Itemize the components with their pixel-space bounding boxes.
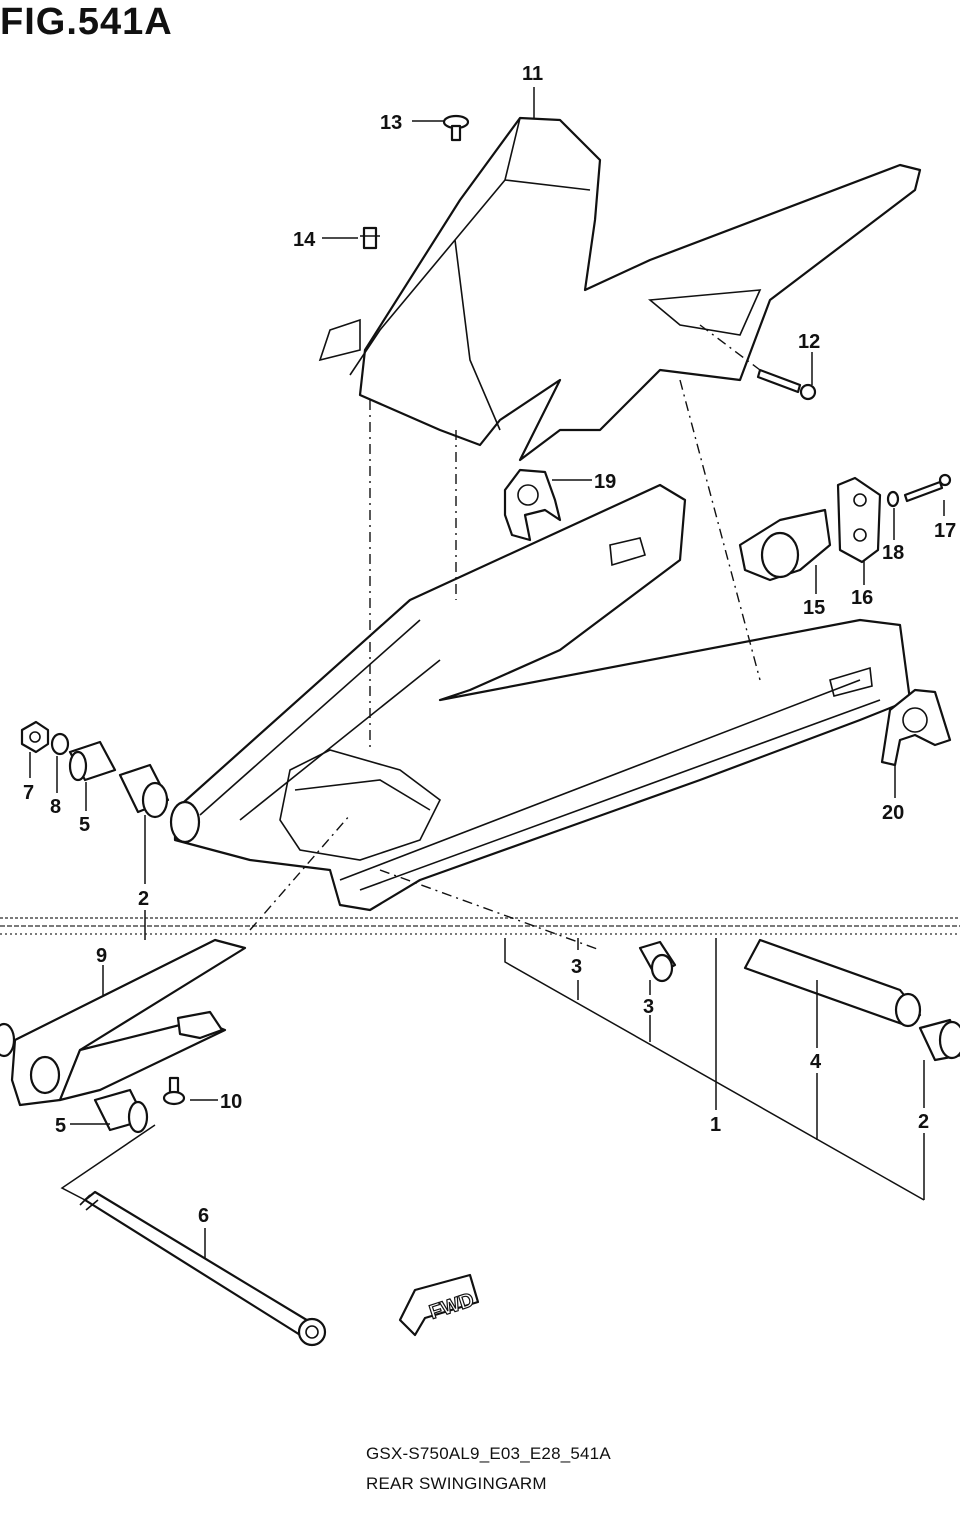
footer-model-code: GSX-S750AL9_E03_E28_541A xyxy=(366,1444,611,1463)
callout-1: 1 xyxy=(710,1114,721,1136)
bracket-19 xyxy=(503,468,562,542)
bolt-10 xyxy=(162,1076,186,1106)
bracket-20 xyxy=(880,688,952,767)
callout-12: 12 xyxy=(798,331,820,353)
callout-5-top: 5 xyxy=(79,814,90,836)
callout-11: 11 xyxy=(522,63,543,85)
bearing-2-top xyxy=(118,763,170,819)
callout-6: 6 xyxy=(198,1205,209,1227)
callout-2-bottom: 2 xyxy=(918,1111,929,1133)
centerlines xyxy=(249,324,761,951)
callout-18: 18 xyxy=(882,542,904,564)
callout-19: 19 xyxy=(594,471,616,493)
rear-fender xyxy=(318,116,922,462)
callout-4: 4 xyxy=(810,1051,822,1073)
washer-8 xyxy=(50,732,70,756)
divider-band xyxy=(0,917,960,935)
pivot-tube-4 xyxy=(743,938,922,1028)
spacer-5-bottom xyxy=(93,1088,149,1134)
spacer-5-top xyxy=(68,740,117,782)
callout-10: 10 xyxy=(220,1091,242,1113)
pivot-shaft-6 xyxy=(79,1190,327,1347)
washer-18 xyxy=(886,490,900,508)
callout-15: 15 xyxy=(803,597,825,619)
leader-lines xyxy=(29,87,945,1258)
callout-14: 14 xyxy=(293,229,316,251)
callout-16: 16 xyxy=(851,587,873,609)
footer-caption: REAR SWINGINGARM xyxy=(366,1474,547,1493)
figure-title: FIG.541A xyxy=(0,1,173,43)
callout-17: 17 xyxy=(934,520,956,542)
bearing-2-bottom xyxy=(918,1018,960,1062)
callout-3-b: 3 xyxy=(643,996,654,1018)
callout-20: 20 xyxy=(882,802,904,824)
chain-adjuster-15 xyxy=(738,508,832,582)
bearing-left-edge xyxy=(0,1022,16,1058)
callout-7: 7 xyxy=(23,782,34,804)
callout-2-top: 2 xyxy=(138,888,149,910)
spacer-3 xyxy=(638,940,677,983)
screw-13 xyxy=(442,114,470,142)
fwd-arrow-icon: FWD xyxy=(398,1273,480,1337)
nut-7 xyxy=(20,720,50,754)
callout-8: 8 xyxy=(50,796,61,818)
callout-13: 13 xyxy=(380,112,402,134)
chain-slider-9 xyxy=(10,938,247,1107)
clip-14 xyxy=(360,226,380,250)
callouts: 11 13 14 12 19 17 18 16 15 20 7 8 5 2 9 … xyxy=(23,63,956,1227)
callout-3-a: 3 xyxy=(571,956,582,978)
bolt-12 xyxy=(756,368,817,401)
callout-9: 9 xyxy=(96,945,107,967)
callout-5-bottom: 5 xyxy=(55,1115,66,1137)
bolt-17 xyxy=(903,473,952,503)
chain-adjuster-plate-16 xyxy=(836,476,882,564)
